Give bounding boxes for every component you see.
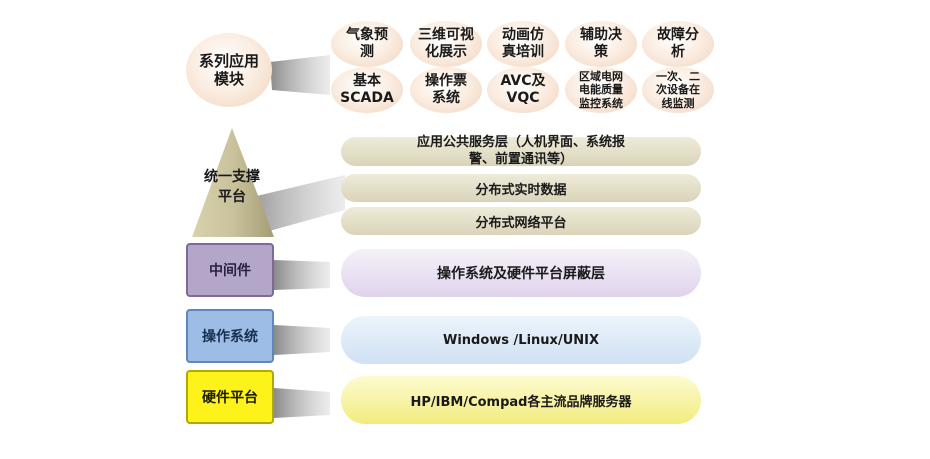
layer-application-services: 应用公共服务层（人机界面、系统报 警、前置通讯等） xyxy=(341,135,701,167)
layer-distributed-realtime-data: 分布式实时数据 xyxy=(341,174,701,202)
support-pyramid xyxy=(192,128,274,237)
app-online-equipment-monitor: 一次、二 次设备在 线监测 xyxy=(642,67,714,113)
layer-servers: HP/IBM/Compad各主流品牌服务器 xyxy=(341,376,701,424)
app-basic-scada: 基本 SCADA xyxy=(331,67,403,113)
layer-operating-systems: Windows /Linux/UNIX xyxy=(341,316,701,364)
hardware-label: 硬件平台 xyxy=(186,370,274,424)
app-animation-training: 动画仿 真培训 xyxy=(487,21,559,67)
app-fault-analysis: 故障分 析 xyxy=(642,21,714,67)
app-weather-forecast: 气象预 测 xyxy=(331,21,403,67)
app-operation-ticket: 操作票 系统 xyxy=(410,67,482,113)
hardware-shadow xyxy=(274,388,330,418)
app-decision-support: 辅助决 策 xyxy=(565,21,637,67)
layer-distributed-network: 分布式网络平台 xyxy=(341,207,701,235)
layer-os-hardware-shield: 操作系统及硬件平台屏蔽层 xyxy=(341,249,701,297)
app-avc-vqc: AVC及 VQC xyxy=(487,67,559,113)
middleware-shadow xyxy=(274,260,330,290)
os-shadow xyxy=(274,325,330,355)
middleware-label: 中间件 xyxy=(186,243,274,297)
module-shadow xyxy=(270,55,330,95)
support-platform-label: 统一支撑 平台 xyxy=(204,169,260,205)
app-power-quality-monitor: 区域电网 电能质量 监控系统 xyxy=(565,67,637,113)
module-label: 系列应用 模块 xyxy=(186,33,272,107)
app-3d-visualization: 三维可视 化展示 xyxy=(410,21,482,67)
os-label: 操作系统 xyxy=(186,309,274,363)
